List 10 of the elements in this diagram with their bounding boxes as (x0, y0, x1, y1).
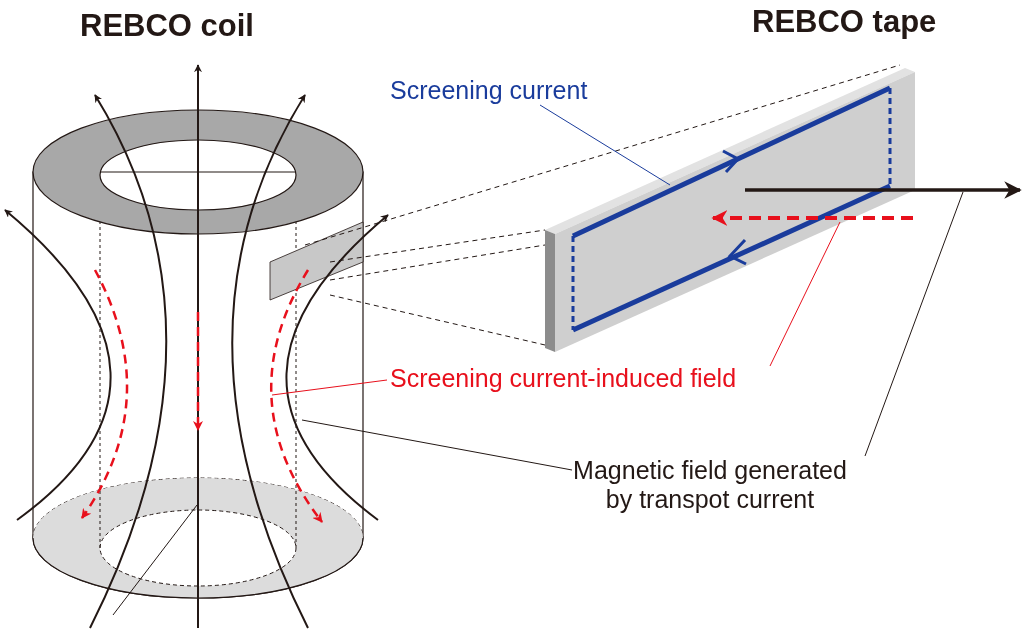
tape-heading: REBCO tape (752, 4, 937, 40)
leader-line (271, 379, 388, 396)
callout-text: Magnetic field generated by transpot current (560, 456, 860, 514)
leader-line (301, 419, 573, 471)
callout-text: Screening current-induced field (390, 364, 737, 393)
leader-line (539, 104, 671, 186)
leader-line (769, 221, 841, 367)
coil-heading: REBCO coil (80, 8, 254, 44)
leader-line (864, 191, 964, 457)
callout-text: Screening current (390, 76, 588, 105)
